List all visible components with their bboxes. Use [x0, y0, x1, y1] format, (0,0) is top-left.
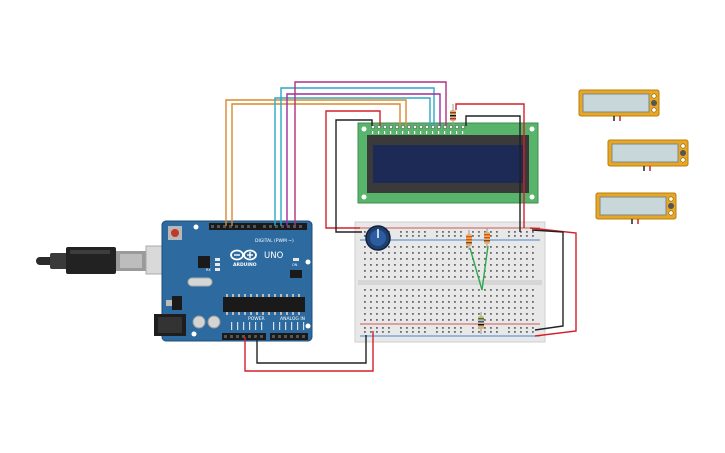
potentiometer-icon[interactable]: [365, 225, 391, 251]
lcd-16x2-icon[interactable]: [357, 122, 539, 204]
power-label: POWER: [248, 316, 265, 322]
led-on-label: ON: [292, 263, 298, 267]
wire-red-lcd-power[interactable]: [325, 110, 381, 229]
wire-teal[interactable]: [274, 97, 431, 226]
wire-red-rail-jumper[interactable]: [529, 227, 577, 337]
wire-green-2[interactable]: [481, 245, 489, 291]
wire-orange-2[interactable]: [231, 103, 401, 226]
lcd-pin-header[interactable]: [371, 125, 465, 134]
led-rx-label: RX: [206, 268, 211, 272]
multimeter-icon[interactable]: [578, 89, 660, 121]
resistor-icon[interactable]: [484, 228, 490, 248]
lcd-screen: [373, 145, 523, 183]
wire-black-rail-jumper[interactable]: [531, 229, 564, 331]
wire-black-gnd[interactable]: [256, 335, 367, 364]
wire-teal-2[interactable]: [280, 87, 435, 226]
wire-red-5v[interactable]: [244, 331, 374, 372]
wire-green-1[interactable]: [469, 247, 483, 291]
wire-purple[interactable]: [286, 93, 441, 226]
resistor-icon[interactable]: [478, 312, 484, 334]
multimeter-icon[interactable]: [595, 192, 677, 224]
wire-red-backlight[interactable]: [455, 103, 525, 228]
digital-header[interactable]: [209, 223, 307, 230]
arduino-logo-icon: [230, 249, 257, 261]
digital-label: DIGITAL (PWM ~): [255, 238, 294, 244]
wire-magenta[interactable]: [294, 81, 447, 226]
analog-label: ANALOG IN: [280, 316, 305, 322]
analog-header[interactable]: [270, 333, 308, 340]
board-brand: ARDUINO: [233, 262, 257, 268]
usb-cable-icon[interactable]: [36, 247, 146, 274]
resistor-icon[interactable]: [466, 230, 472, 250]
board-model: UNO: [264, 251, 284, 261]
resistor-icon[interactable]: [450, 104, 456, 125]
wires[interactable]: [225, 81, 577, 372]
wire-black-lcd-gnd[interactable]: [335, 119, 373, 233]
breadboard-holes[interactable]: [364, 231, 534, 333]
arduino-uno-icon[interactable]: DIGITAL (PWM ~) POWER ANALOG IN UNO ARDU…: [145, 220, 313, 342]
multimeter-icon[interactable]: [607, 139, 689, 171]
wire-orange[interactable]: [225, 99, 407, 226]
atmega-chip: [223, 297, 305, 312]
wire-black-backlight[interactable]: [465, 115, 521, 232]
